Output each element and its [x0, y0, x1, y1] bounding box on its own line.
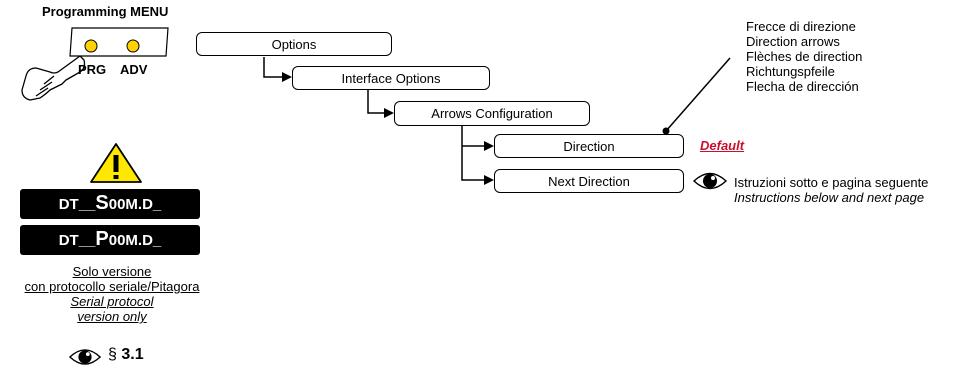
instructions-it: Istruzioni sotto e pagina seguente: [734, 175, 929, 190]
adv-led: [126, 39, 140, 53]
translation-line: Frecce di direzione: [746, 19, 856, 34]
instructions-note: Istruzioni sotto e pagina seguente Instr…: [734, 175, 928, 205]
instructions-en: Instructions below and next page: [734, 190, 925, 205]
programming-menu-title: Programming MENU: [42, 4, 169, 19]
translation-line: Richtungspfeile: [746, 64, 835, 79]
options-item[interactable]: Options: [196, 32, 392, 56]
section-reference[interactable]: § 3.1: [108, 346, 144, 363]
eye-icon: [692, 172, 728, 190]
arrows-configuration-item[interactable]: Arrows Configuration: [394, 101, 590, 126]
translation-line: Direction arrows: [746, 34, 840, 49]
prg-button-label[interactable]: PRG: [78, 62, 107, 77]
direction-item[interactable]: Direction: [494, 134, 684, 158]
eye-icon: [68, 349, 102, 365]
warning-triangle-icon: [90, 143, 142, 183]
direction-translations: Frecce di direzione Direction arrows Flè…: [746, 19, 862, 94]
translation-line: Flèches de direction: [746, 49, 863, 64]
keypad-illustration: [21, 27, 169, 101]
translation-line: Flecha de dirección: [746, 79, 859, 94]
default-label: Default: [700, 138, 745, 153]
interface-options-item[interactable]: Interface Options: [292, 66, 490, 90]
pointing-hand-icon: [21, 55, 86, 101]
version-note: Solo versione con protocollo seriale/Pit…: [24, 264, 200, 324]
next-direction-item[interactable]: Next Direction: [494, 169, 684, 193]
prg-led: [84, 39, 98, 53]
adv-button-label[interactable]: ADV: [120, 62, 148, 77]
